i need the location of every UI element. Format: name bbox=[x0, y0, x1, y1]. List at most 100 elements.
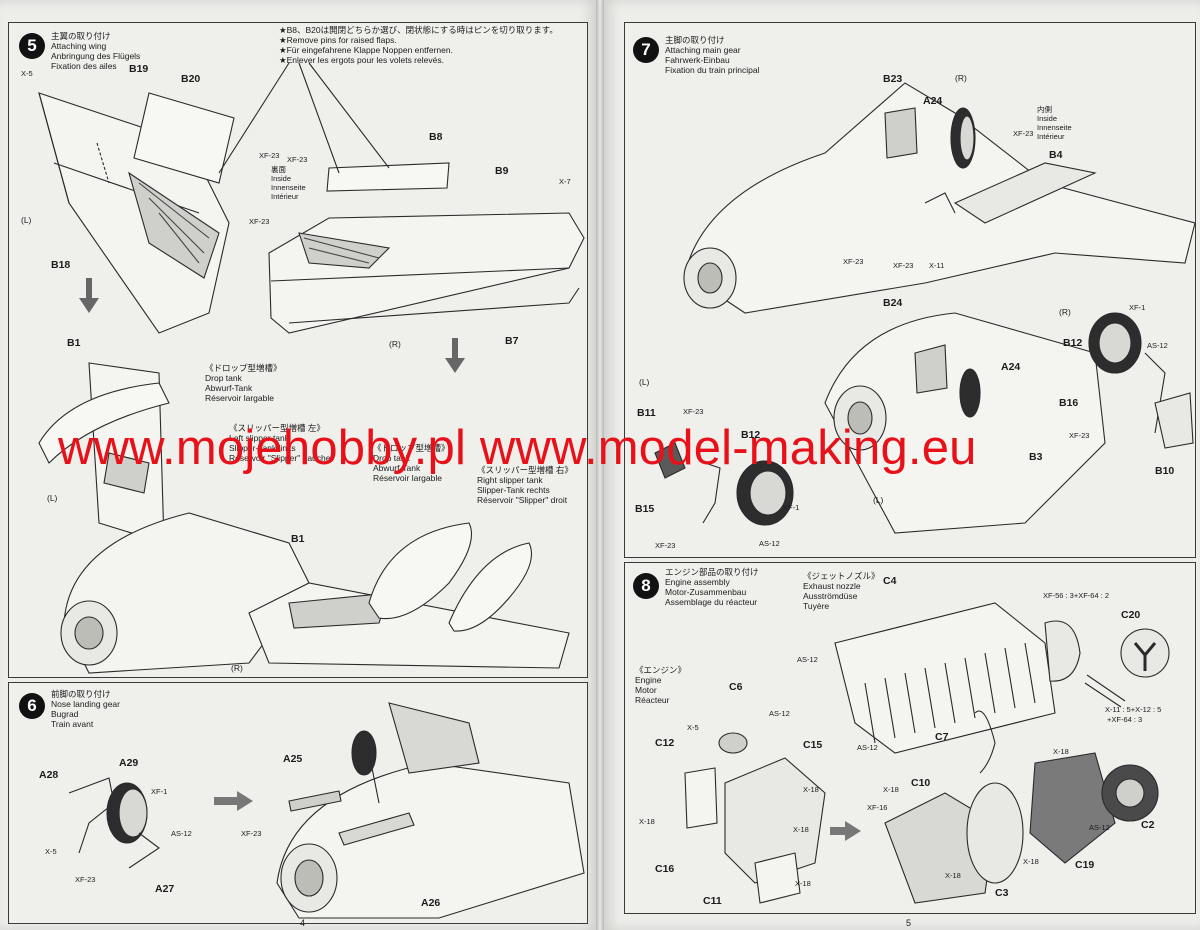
part-label: B11 bbox=[637, 407, 656, 419]
part-label: AS-12 bbox=[759, 539, 780, 548]
step8-number: 8 bbox=[633, 573, 659, 599]
engine-fr: Réacteur bbox=[635, 695, 670, 705]
part-label: AS-12 bbox=[769, 709, 790, 718]
part-label: X-11 : 5+X-12 : 5 bbox=[1105, 705, 1162, 714]
part-label: X-18 bbox=[883, 785, 899, 794]
step6-title: 前脚の取り付け Nose landing gear Bugrad Train a… bbox=[51, 689, 120, 729]
step8-title-fr: Assemblage du réacteur bbox=[665, 597, 758, 607]
side-label: (R) bbox=[389, 339, 401, 349]
step5-title-jp: 主翼の取り付け bbox=[51, 31, 111, 41]
side-label: (R) bbox=[231, 663, 243, 673]
part-label: XF-23 bbox=[241, 829, 262, 838]
part-label: XF-23 bbox=[287, 155, 308, 164]
part-label: AS-12 bbox=[171, 829, 192, 838]
step6-title-fr: Train avant bbox=[51, 719, 94, 729]
step6-panel: 6 前脚の取り付け Nose landing gear Bugrad Train… bbox=[8, 682, 588, 924]
step7-title-en: Attaching main gear bbox=[665, 45, 741, 55]
part-label: X-18 bbox=[1053, 747, 1069, 756]
side-label: (R) bbox=[1059, 307, 1071, 317]
step7-title: 主脚の取り付け Attaching main gear Fahrwerk-Ein… bbox=[665, 35, 760, 75]
drop-tank2-jp: 《ドロップ型増槽》 bbox=[373, 443, 450, 453]
part-label: XF-23 bbox=[655, 541, 676, 550]
drop-tank2-fr: Réservoir largable bbox=[373, 473, 442, 483]
side-label: (L) bbox=[21, 215, 32, 225]
step5-note-fr: ★Enlever les ergots pour les volets rele… bbox=[279, 55, 444, 65]
part-label: XF-1 bbox=[151, 787, 168, 796]
engine-de: Motor bbox=[635, 685, 657, 695]
step5-title-fr: Fixation des ailes bbox=[51, 61, 117, 71]
side-label: (L) bbox=[47, 493, 58, 503]
step6-drawing bbox=[68, 702, 585, 919]
step5-note-jp: ★B8、B20は開閉どちらか選び、閉状態にする時はピンを切り取ります。 bbox=[279, 25, 558, 35]
slipper-right-de: Slipper-Tank rechts bbox=[477, 485, 550, 495]
step6-title-jp: 前脚の取り付け bbox=[51, 689, 111, 699]
page-number-right: 5 bbox=[906, 918, 912, 928]
part-label: C6 bbox=[729, 681, 743, 693]
side-label: (R) bbox=[955, 73, 967, 83]
part-label: B8 bbox=[429, 131, 443, 143]
step7-title-jp: 主脚の取り付け bbox=[665, 35, 725, 45]
step5-inside-label: 裏面 Inside Innenseite Intérieur bbox=[271, 165, 306, 201]
page-number-left: 4 bbox=[300, 918, 306, 928]
step5-flap-note: ★B8、B20は開閉どちらか選び、閉状態にする時はピンを切り取ります。 ★Rem… bbox=[279, 25, 558, 65]
part-label: XF-56 : 3+XF-64 : 2 bbox=[1043, 591, 1110, 600]
part-label: +XF-64 : 3 bbox=[1107, 715, 1143, 724]
engine-jp: 《エンジン》 bbox=[635, 665, 687, 675]
part-label: XF-23 bbox=[1013, 129, 1034, 138]
drop-tank-en: Drop tank bbox=[205, 373, 242, 383]
part-label: XF-16 bbox=[867, 803, 888, 812]
step5-title-de: Anbringung des Flügels bbox=[51, 51, 141, 61]
step8-title-en: Engine assembly bbox=[665, 577, 730, 587]
step7-number: 7 bbox=[633, 37, 659, 63]
step5-panel: 5 主翼の取り付け Attaching wing Anbringung des … bbox=[8, 22, 588, 678]
engine-label: 《エンジン》 Engine Motor Réacteur bbox=[635, 665, 686, 705]
drop-tank-label: 《ドロップ型増槽》 Drop tank Abwurf-Tank Réservoi… bbox=[205, 363, 282, 403]
part-label: B12 bbox=[741, 429, 761, 441]
inside-en: Inside bbox=[271, 174, 292, 183]
part-label: X-11 bbox=[929, 261, 945, 270]
part-label: A26 bbox=[421, 897, 441, 909]
part-label: C4 bbox=[883, 575, 897, 587]
drop-tank2-en: Drop tank bbox=[373, 453, 410, 463]
step5-number: 5 bbox=[19, 33, 45, 59]
part-label: A28 bbox=[39, 769, 59, 781]
part-label: X-5 bbox=[687, 723, 699, 732]
step7-drawing bbox=[654, 82, 1195, 534]
step7-title-fr: Fixation du train principal bbox=[665, 65, 760, 75]
step6-title-en: Nose landing gear bbox=[51, 699, 120, 709]
part-label: C16 bbox=[655, 863, 675, 875]
step8-title: エンジン部品の取り付け Engine assembly Motor-Zusamm… bbox=[665, 567, 759, 607]
part-label: XF-1 bbox=[783, 503, 800, 512]
part-label: C19 bbox=[1075, 859, 1095, 871]
part-label: B16 bbox=[1059, 397, 1079, 409]
part-label: XF-23 bbox=[75, 875, 96, 884]
nozzle-jp: 《ジェットノズル》 bbox=[803, 571, 880, 581]
part-label: X-18 bbox=[795, 879, 811, 888]
part-label: B19 bbox=[129, 63, 149, 75]
slipper-left-fr: Réservoir "Slipper" gauche bbox=[229, 453, 331, 463]
right-slipper-tank-label: 《スリッパー型増槽 右》 Right slipper tank Slipper-… bbox=[477, 465, 573, 505]
inside-jp: 内側 bbox=[1037, 105, 1052, 114]
step8-drawing bbox=[684, 602, 1170, 904]
part-label: AS-12 bbox=[797, 655, 818, 664]
nozzle-en: Exhaust nozzle bbox=[803, 581, 861, 591]
drop-tank2-de: Abwurf-Tank bbox=[373, 463, 421, 473]
part-label: B24 bbox=[883, 297, 903, 309]
step8-title-de: Motor-Zusammenbau bbox=[665, 587, 747, 597]
part-label: AS-12 bbox=[1089, 823, 1110, 832]
step8-panel: 8 エンジン部品の取り付け Engine assembly Motor-Zusa… bbox=[624, 562, 1196, 914]
step6-title-de: Bugrad bbox=[51, 709, 79, 719]
part-label: B10 bbox=[1155, 465, 1175, 477]
part-label: AS-12 bbox=[1147, 341, 1168, 350]
part-label: B7 bbox=[505, 335, 519, 347]
part-label: A29 bbox=[119, 757, 139, 769]
part-label: B23 bbox=[883, 73, 903, 85]
engine-en: Engine bbox=[635, 675, 662, 685]
slipper-right-fr: Réservoir "Slipper" droit bbox=[477, 495, 568, 505]
part-label: B1 bbox=[291, 533, 305, 545]
part-label: X-5 bbox=[21, 69, 33, 78]
exhaust-nozzle-label: 《ジェットノズル》 Exhaust nozzle Ausströmdüse Tu… bbox=[803, 571, 880, 611]
part-label: XF-1 bbox=[1129, 303, 1146, 312]
part-label: A27 bbox=[155, 883, 175, 895]
drop-tank-de: Abwurf-Tank bbox=[205, 383, 253, 393]
